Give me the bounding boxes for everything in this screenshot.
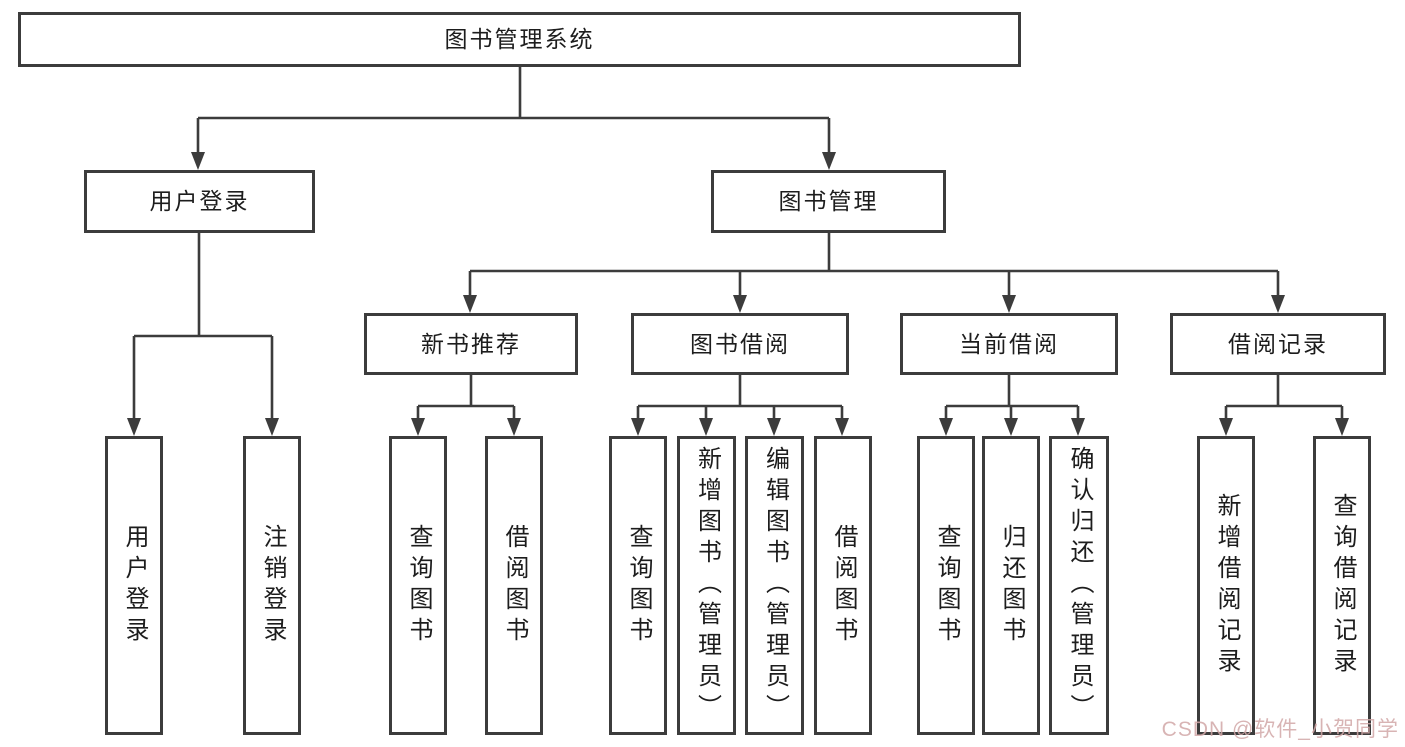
leaf-query-books-current-label: 查询图书 [933, 523, 960, 648]
node-borrow-records-label: 借阅记录 [1228, 330, 1328, 357]
node-user-login: 用户登录 [84, 170, 315, 233]
node-root-label: 图书管理系统 [444, 26, 595, 52]
node-book-management: 图书管理 [711, 170, 946, 233]
node-root: 图书管理系统 [18, 12, 1021, 67]
leaf-query-borrow-record-label: 查询借阅记录 [1329, 492, 1356, 679]
leaf-borrow-books-recommend-label: 借阅图书 [501, 523, 528, 648]
leaf-query-books-recommend: 查询图书 [389, 436, 447, 735]
leaf-logout: 注销登录 [243, 436, 301, 735]
leaf-query-books-borrow-label: 查询图书 [625, 523, 652, 648]
node-borrow-records: 借阅记录 [1170, 313, 1386, 375]
leaf-borrow-books-2-label: 借阅图书 [830, 523, 857, 648]
leaf-return-book-label: 归还图书 [998, 523, 1025, 648]
node-new-book-recommend: 新书推荐 [364, 313, 578, 375]
node-current-borrow: 当前借阅 [900, 313, 1118, 375]
leaf-edit-book-admin-label: 编辑图书（管理员） [761, 446, 789, 725]
leaf-borrow-books-recommend: 借阅图书 [485, 436, 543, 735]
leaf-query-books-recommend-label: 查询图书 [405, 523, 432, 648]
leaf-user-login: 用户登录 [105, 436, 163, 735]
leaf-edit-book-admin: 编辑图书（管理员） [745, 436, 804, 735]
leaf-query-books-current: 查询图书 [917, 436, 975, 735]
node-new-book-recommend-label: 新书推荐 [421, 330, 521, 357]
leaf-add-borrow-record-label: 新增借阅记录 [1213, 492, 1240, 679]
leaf-add-book-admin: 新增图书（管理员） [677, 436, 736, 735]
node-current-borrow-label: 当前借阅 [959, 330, 1059, 357]
node-book-borrow-label: 图书借阅 [690, 330, 790, 357]
leaf-add-book-admin-label: 新增图书（管理员） [693, 446, 721, 725]
leaf-confirm-return-admin: 确认归还（管理员） [1049, 436, 1109, 735]
node-book-management-label: 图书管理 [778, 188, 879, 214]
node-book-borrow: 图书借阅 [631, 313, 849, 375]
leaf-logout-label: 注销登录 [259, 523, 286, 648]
leaf-query-borrow-record: 查询借阅记录 [1313, 436, 1371, 735]
leaf-confirm-return-admin-label: 确认归还（管理员） [1066, 446, 1093, 725]
leaf-borrow-books-2: 借阅图书 [814, 436, 872, 735]
leaf-query-books-borrow: 查询图书 [609, 436, 667, 735]
node-user-login-label: 用户登录 [149, 188, 250, 214]
leaf-add-borrow-record: 新增借阅记录 [1197, 436, 1255, 735]
leaf-user-login-label: 用户登录 [121, 523, 148, 648]
leaf-return-book: 归还图书 [982, 436, 1040, 735]
